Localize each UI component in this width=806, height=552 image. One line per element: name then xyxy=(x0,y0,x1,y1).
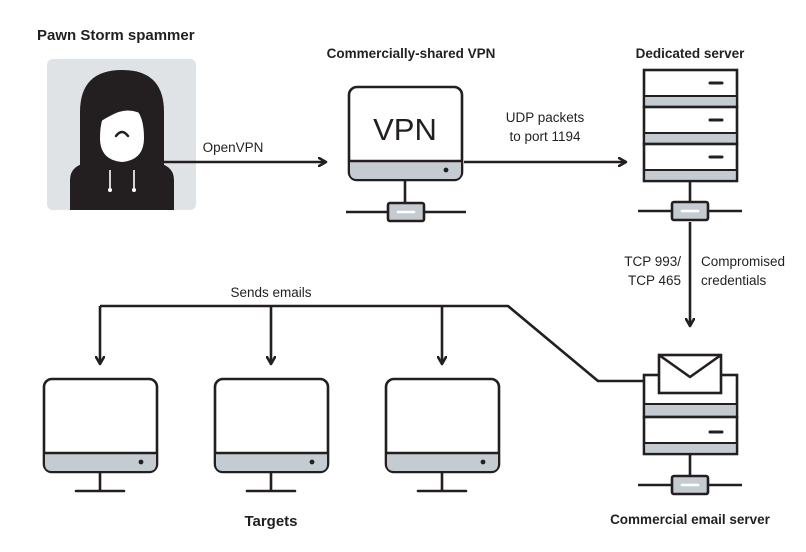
credentials-label-line1: Compromised xyxy=(701,254,785,269)
target-monitor-1 xyxy=(42,377,159,493)
vpn-label: Commercially-shared VPN xyxy=(327,46,496,61)
email-server-icon xyxy=(638,353,742,496)
vpn-monitor: VPN xyxy=(346,85,466,223)
spammer-label: Pawn Storm spammer xyxy=(37,27,195,44)
credentials-label-line2: credentials xyxy=(701,273,767,288)
dedicated-server-label: Dedicated server xyxy=(636,46,746,61)
udp-label-line2: to port 1194 xyxy=(509,129,581,144)
target-monitor-2 xyxy=(213,377,330,493)
email-server-label: Commercial email server xyxy=(610,512,771,527)
targets-label: Targets xyxy=(244,513,297,530)
sends-emails-label: Sends emails xyxy=(230,285,311,300)
dedicated-server-icon xyxy=(638,68,742,222)
tcp-label-line2: TCP 465 xyxy=(628,273,681,288)
tcp-label-line1: TCP 993/ xyxy=(624,254,681,269)
openvpn-label: OpenVPN xyxy=(203,140,264,155)
target-monitor-3 xyxy=(384,377,501,493)
vpn-screen-text: VPN xyxy=(373,112,437,147)
udp-label-line1: UDP packets xyxy=(506,110,585,125)
hacker-icon xyxy=(70,70,174,210)
spammer-avatar xyxy=(47,59,196,210)
sends-emails-connector xyxy=(100,304,644,383)
